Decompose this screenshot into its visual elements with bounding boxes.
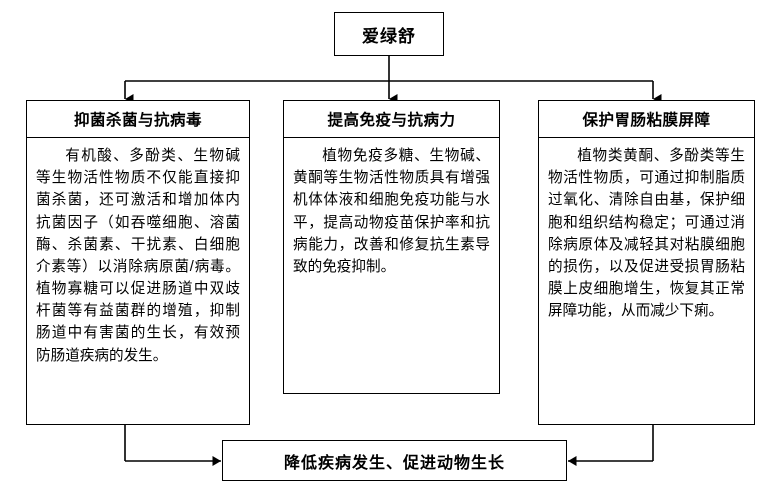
- root-node-title: 爱绿舒: [362, 26, 416, 46]
- outcome-node: 降低疾病发生、促进动物生长: [222, 440, 567, 481]
- branch-node-mucosal-barrier: 保护胃肠粘膜屏障 植物类黄酮、多酚类等生物活性物质，可通过抑制脂质过氧化、清除自…: [538, 100, 755, 425]
- branch-node-immunity: 提高免疫与抗病力 植物免疫多糖、生物碱、黄酮等生物活性物质具有增强机体体液和细胞…: [283, 100, 500, 394]
- branch-node-immunity-header: 提高免疫与抗病力: [284, 101, 499, 138]
- branch-node-immunity-body: 植物免疫多糖、生物碱、黄酮等生物活性物质具有增强机体体液和细胞免疫功能与水平，提…: [293, 148, 490, 275]
- branch-node-mucosal-barrier-header: 保护胃肠粘膜屏障: [539, 101, 754, 138]
- outcome-node-title: 降低疾病发生、促进动物生长: [283, 454, 505, 472]
- root-node: 爱绿舒: [334, 12, 444, 56]
- branch-node-antibacterial: 抑菌杀菌与抗病毒 有机酸、多酚类、生物碱等生物活性物质不仅能直接抑菌杀菌，还可激…: [26, 100, 250, 425]
- branch-node-antibacterial-body: 有机酸、多酚类、生物碱等生物活性物质不仅能直接抑菌杀菌，还可激活和增加体内抗菌因…: [36, 148, 240, 364]
- branch-node-antibacterial-header: 抑菌杀菌与抗病毒: [27, 101, 249, 138]
- branch-node-mucosal-barrier-body: 植物类黄酮、多酚类等生物活性物质，可通过抑制脂质过氧化、清除自由基，保护细胞和组…: [548, 148, 745, 320]
